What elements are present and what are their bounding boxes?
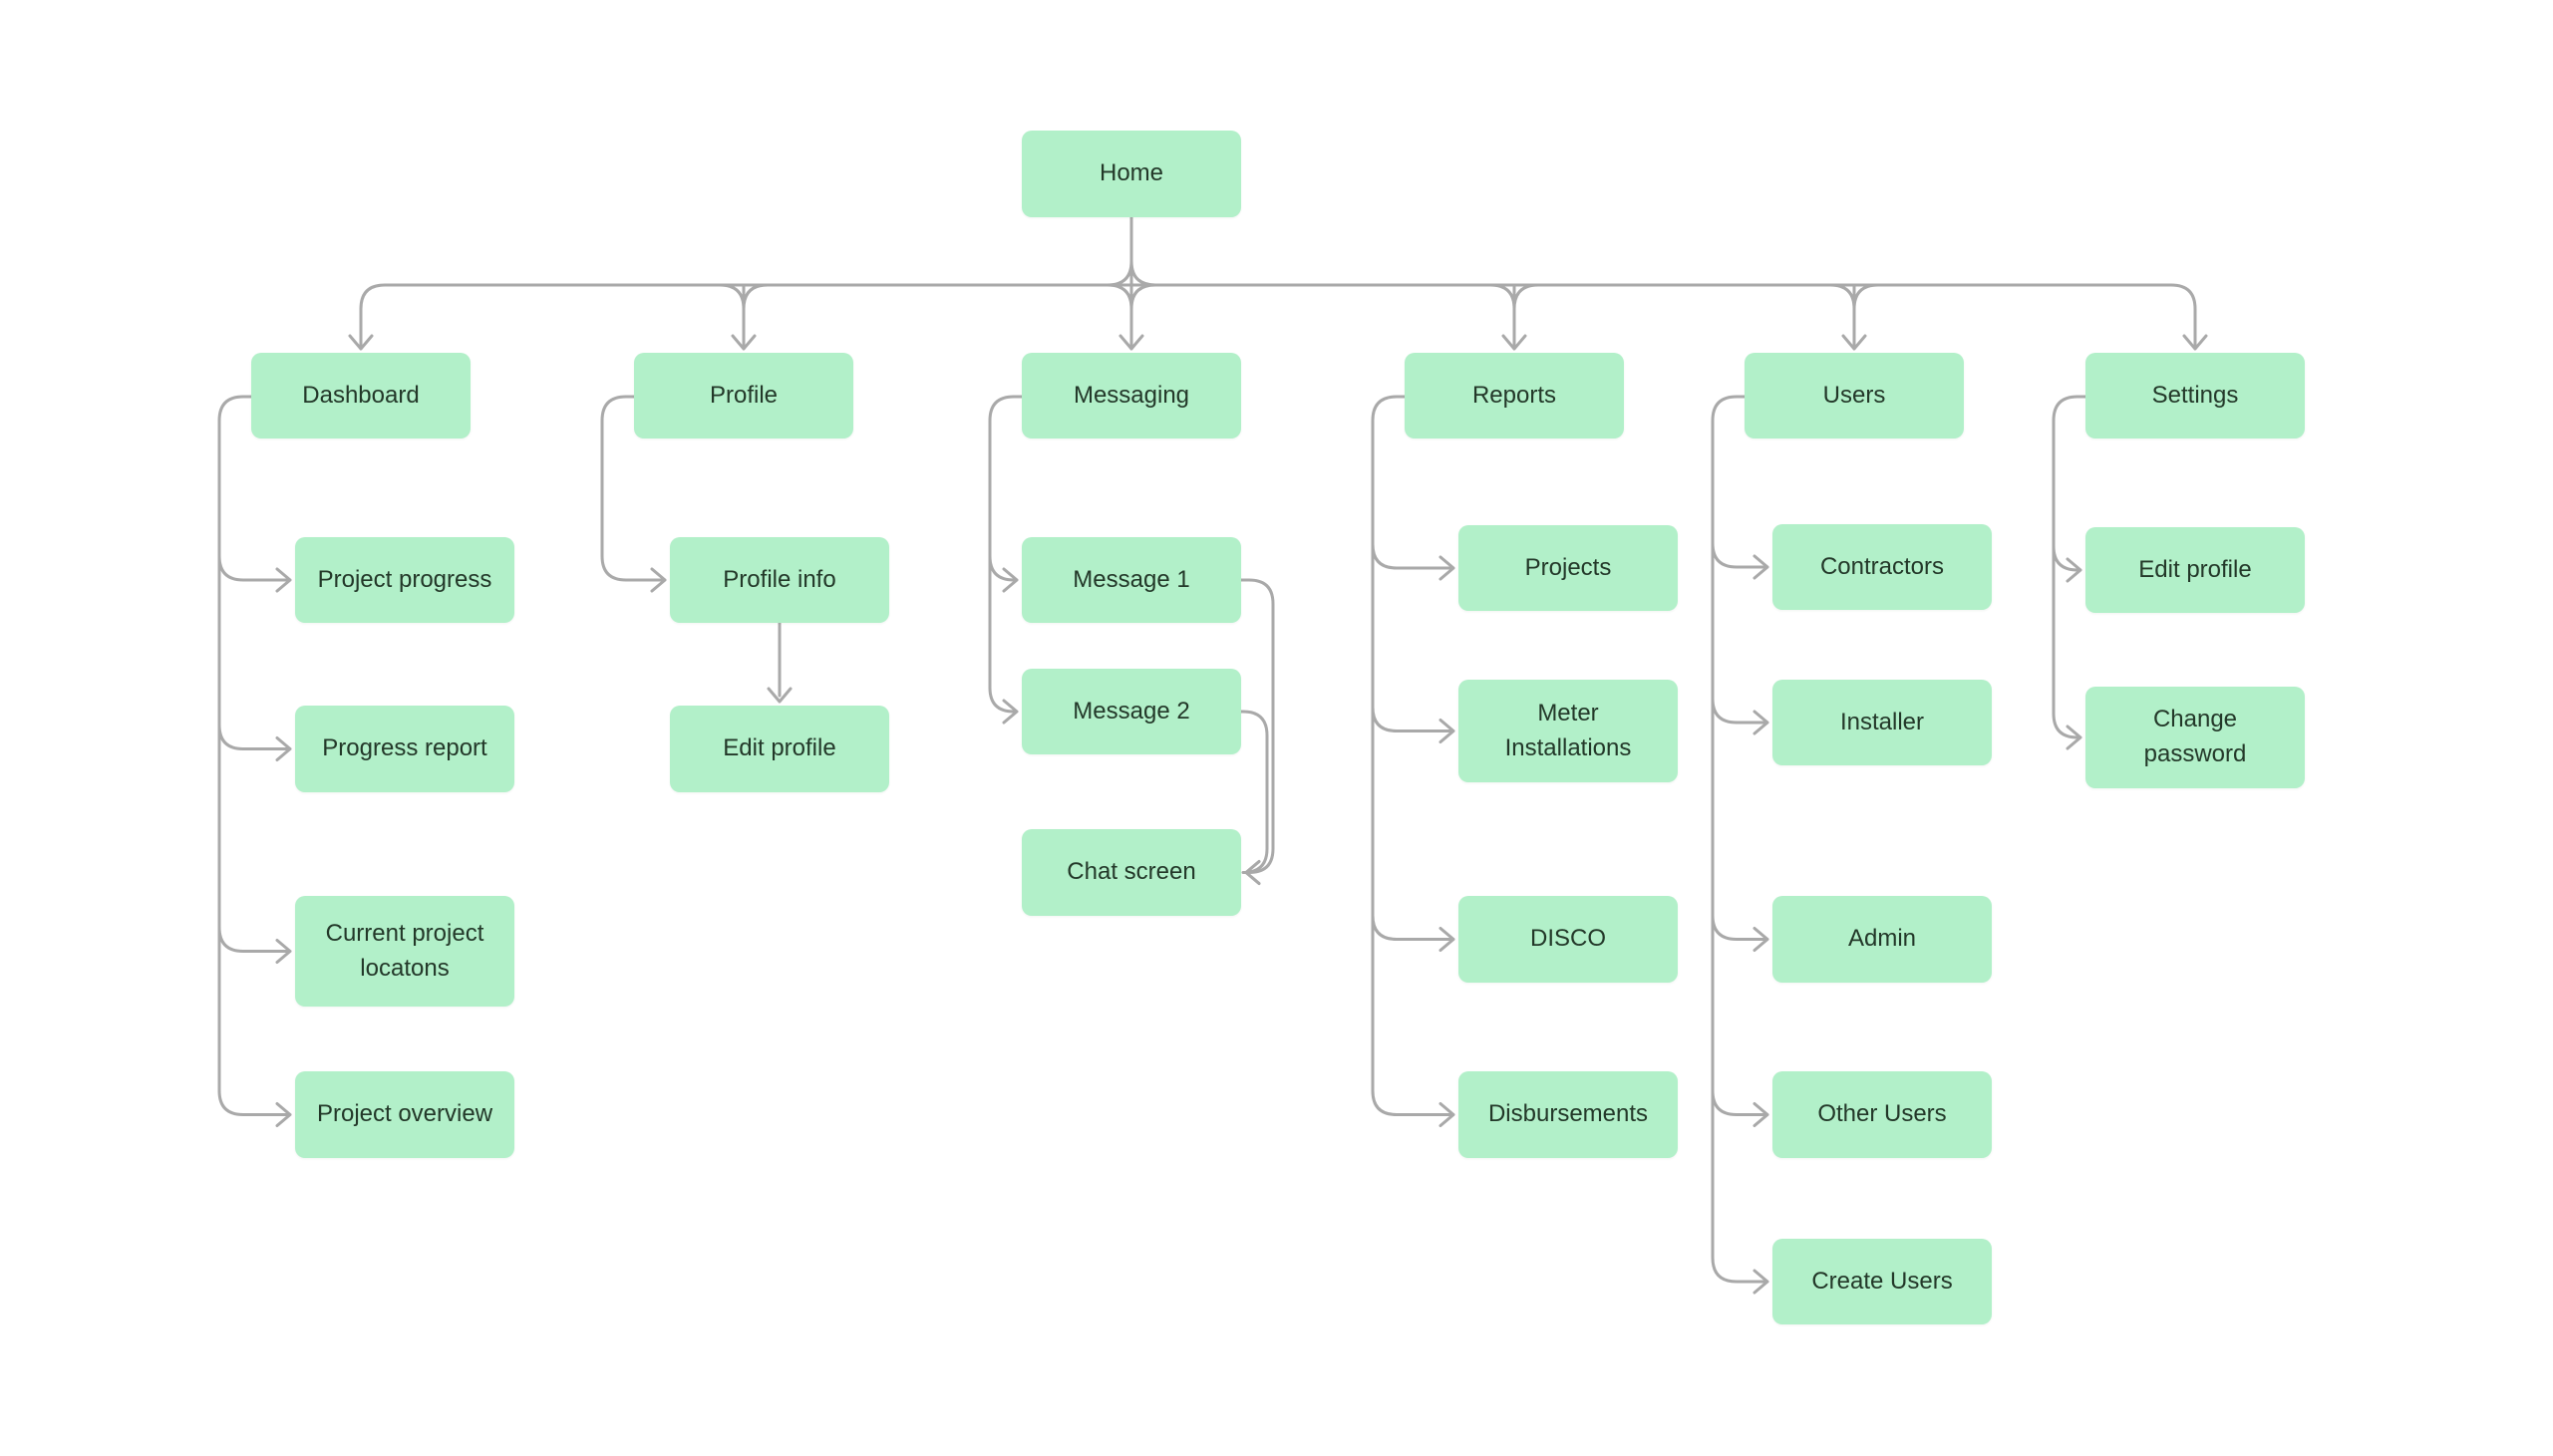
- node-messaging[interactable]: Messaging: [1022, 353, 1241, 438]
- node-admin[interactable]: Admin: [1772, 896, 1992, 983]
- node-label: Settings: [2151, 381, 2239, 409]
- node-progress-report[interactable]: Progress report: [295, 706, 514, 792]
- node-message-2[interactable]: Message 2: [1022, 669, 1241, 754]
- node-change-password[interactable]: Change password: [2085, 687, 2305, 788]
- edge-profileinfo-editprofile: [767, 621, 793, 704]
- edge-messaging-trunk: [988, 395, 1024, 725]
- edge-reports-trunk: [1371, 395, 1455, 1127]
- node-label: Home: [1099, 159, 1164, 187]
- edge-dashboard-trunk: [217, 395, 292, 1127]
- edge-profile-trunk: [600, 395, 667, 593]
- node-disbursements[interactable]: Disbursements: [1458, 1071, 1678, 1158]
- node-label: Change password: [2143, 706, 2247, 767]
- node-contractors[interactable]: Contractors: [1772, 524, 1992, 610]
- node-dashboard[interactable]: Dashboard: [251, 353, 471, 438]
- node-label: Reports: [1471, 381, 1557, 409]
- node-users[interactable]: Users: [1745, 353, 1964, 438]
- node-label: Create Users: [1811, 1267, 1953, 1295]
- edge-users-trunk: [1711, 395, 1769, 1295]
- node-label: Profile info: [723, 565, 836, 593]
- node-label: Edit profile: [723, 734, 836, 762]
- edge-message2-chat: [1239, 710, 1269, 885]
- node-settings[interactable]: Settings: [2085, 353, 2305, 438]
- node-other-users[interactable]: Other Users: [1772, 1071, 1992, 1158]
- node-label: Project progress: [317, 565, 492, 593]
- node-project-progress[interactable]: Project progress: [295, 537, 514, 623]
- node-label: Progress report: [322, 734, 487, 762]
- node-reports[interactable]: Reports: [1405, 353, 1624, 438]
- node-label: Projects: [1524, 553, 1612, 581]
- node-project-overview[interactable]: Project overview: [295, 1071, 514, 1158]
- node-message-1[interactable]: Message 1: [1022, 537, 1241, 623]
- node-edit-profile-profile[interactable]: Edit profile: [670, 706, 889, 792]
- node-meter-installations[interactable]: Meter Installations: [1458, 680, 1678, 782]
- node-create-users[interactable]: Create Users: [1772, 1239, 1992, 1324]
- node-installer[interactable]: Installer: [1772, 680, 1992, 765]
- node-edit-profile-settings[interactable]: Edit profile: [2085, 527, 2305, 613]
- node-label: Current project locatons: [325, 919, 484, 982]
- node-label: Message 2: [1073, 697, 1190, 725]
- node-current-project-locatons[interactable]: Current project locatons: [295, 896, 514, 1007]
- node-profile[interactable]: Profile: [634, 353, 853, 438]
- node-label: Other Users: [1817, 1100, 1947, 1128]
- node-label: Project overview: [316, 1100, 493, 1128]
- edge-home-fanout: [348, 215, 2208, 351]
- node-label: Meter Installations: [1504, 699, 1632, 761]
- node-home[interactable]: Home: [1022, 131, 1241, 217]
- node-label: Dashboard: [302, 381, 420, 409]
- node-label: Admin: [1847, 925, 1917, 953]
- node-disco[interactable]: DISCO: [1458, 896, 1678, 983]
- node-label: Disbursements: [1487, 1100, 1649, 1128]
- node-label: Installer: [1839, 708, 1925, 735]
- node-projects[interactable]: Projects: [1458, 525, 1678, 611]
- node-label: Chat screen: [1067, 858, 1196, 886]
- node-label: Messaging: [1073, 381, 1190, 409]
- node-profile-info[interactable]: Profile info: [670, 537, 889, 623]
- node-label: Edit profile: [2138, 555, 2252, 583]
- node-chat-screen[interactable]: Chat screen: [1022, 829, 1241, 916]
- node-label: DISCO: [1529, 925, 1606, 953]
- node-label: Message 1: [1073, 565, 1190, 593]
- node-label: Profile: [709, 381, 779, 409]
- edge-settings-trunk: [2052, 395, 2087, 750]
- node-label: Users: [1822, 381, 1886, 409]
- node-label: Contractors: [1819, 552, 1945, 580]
